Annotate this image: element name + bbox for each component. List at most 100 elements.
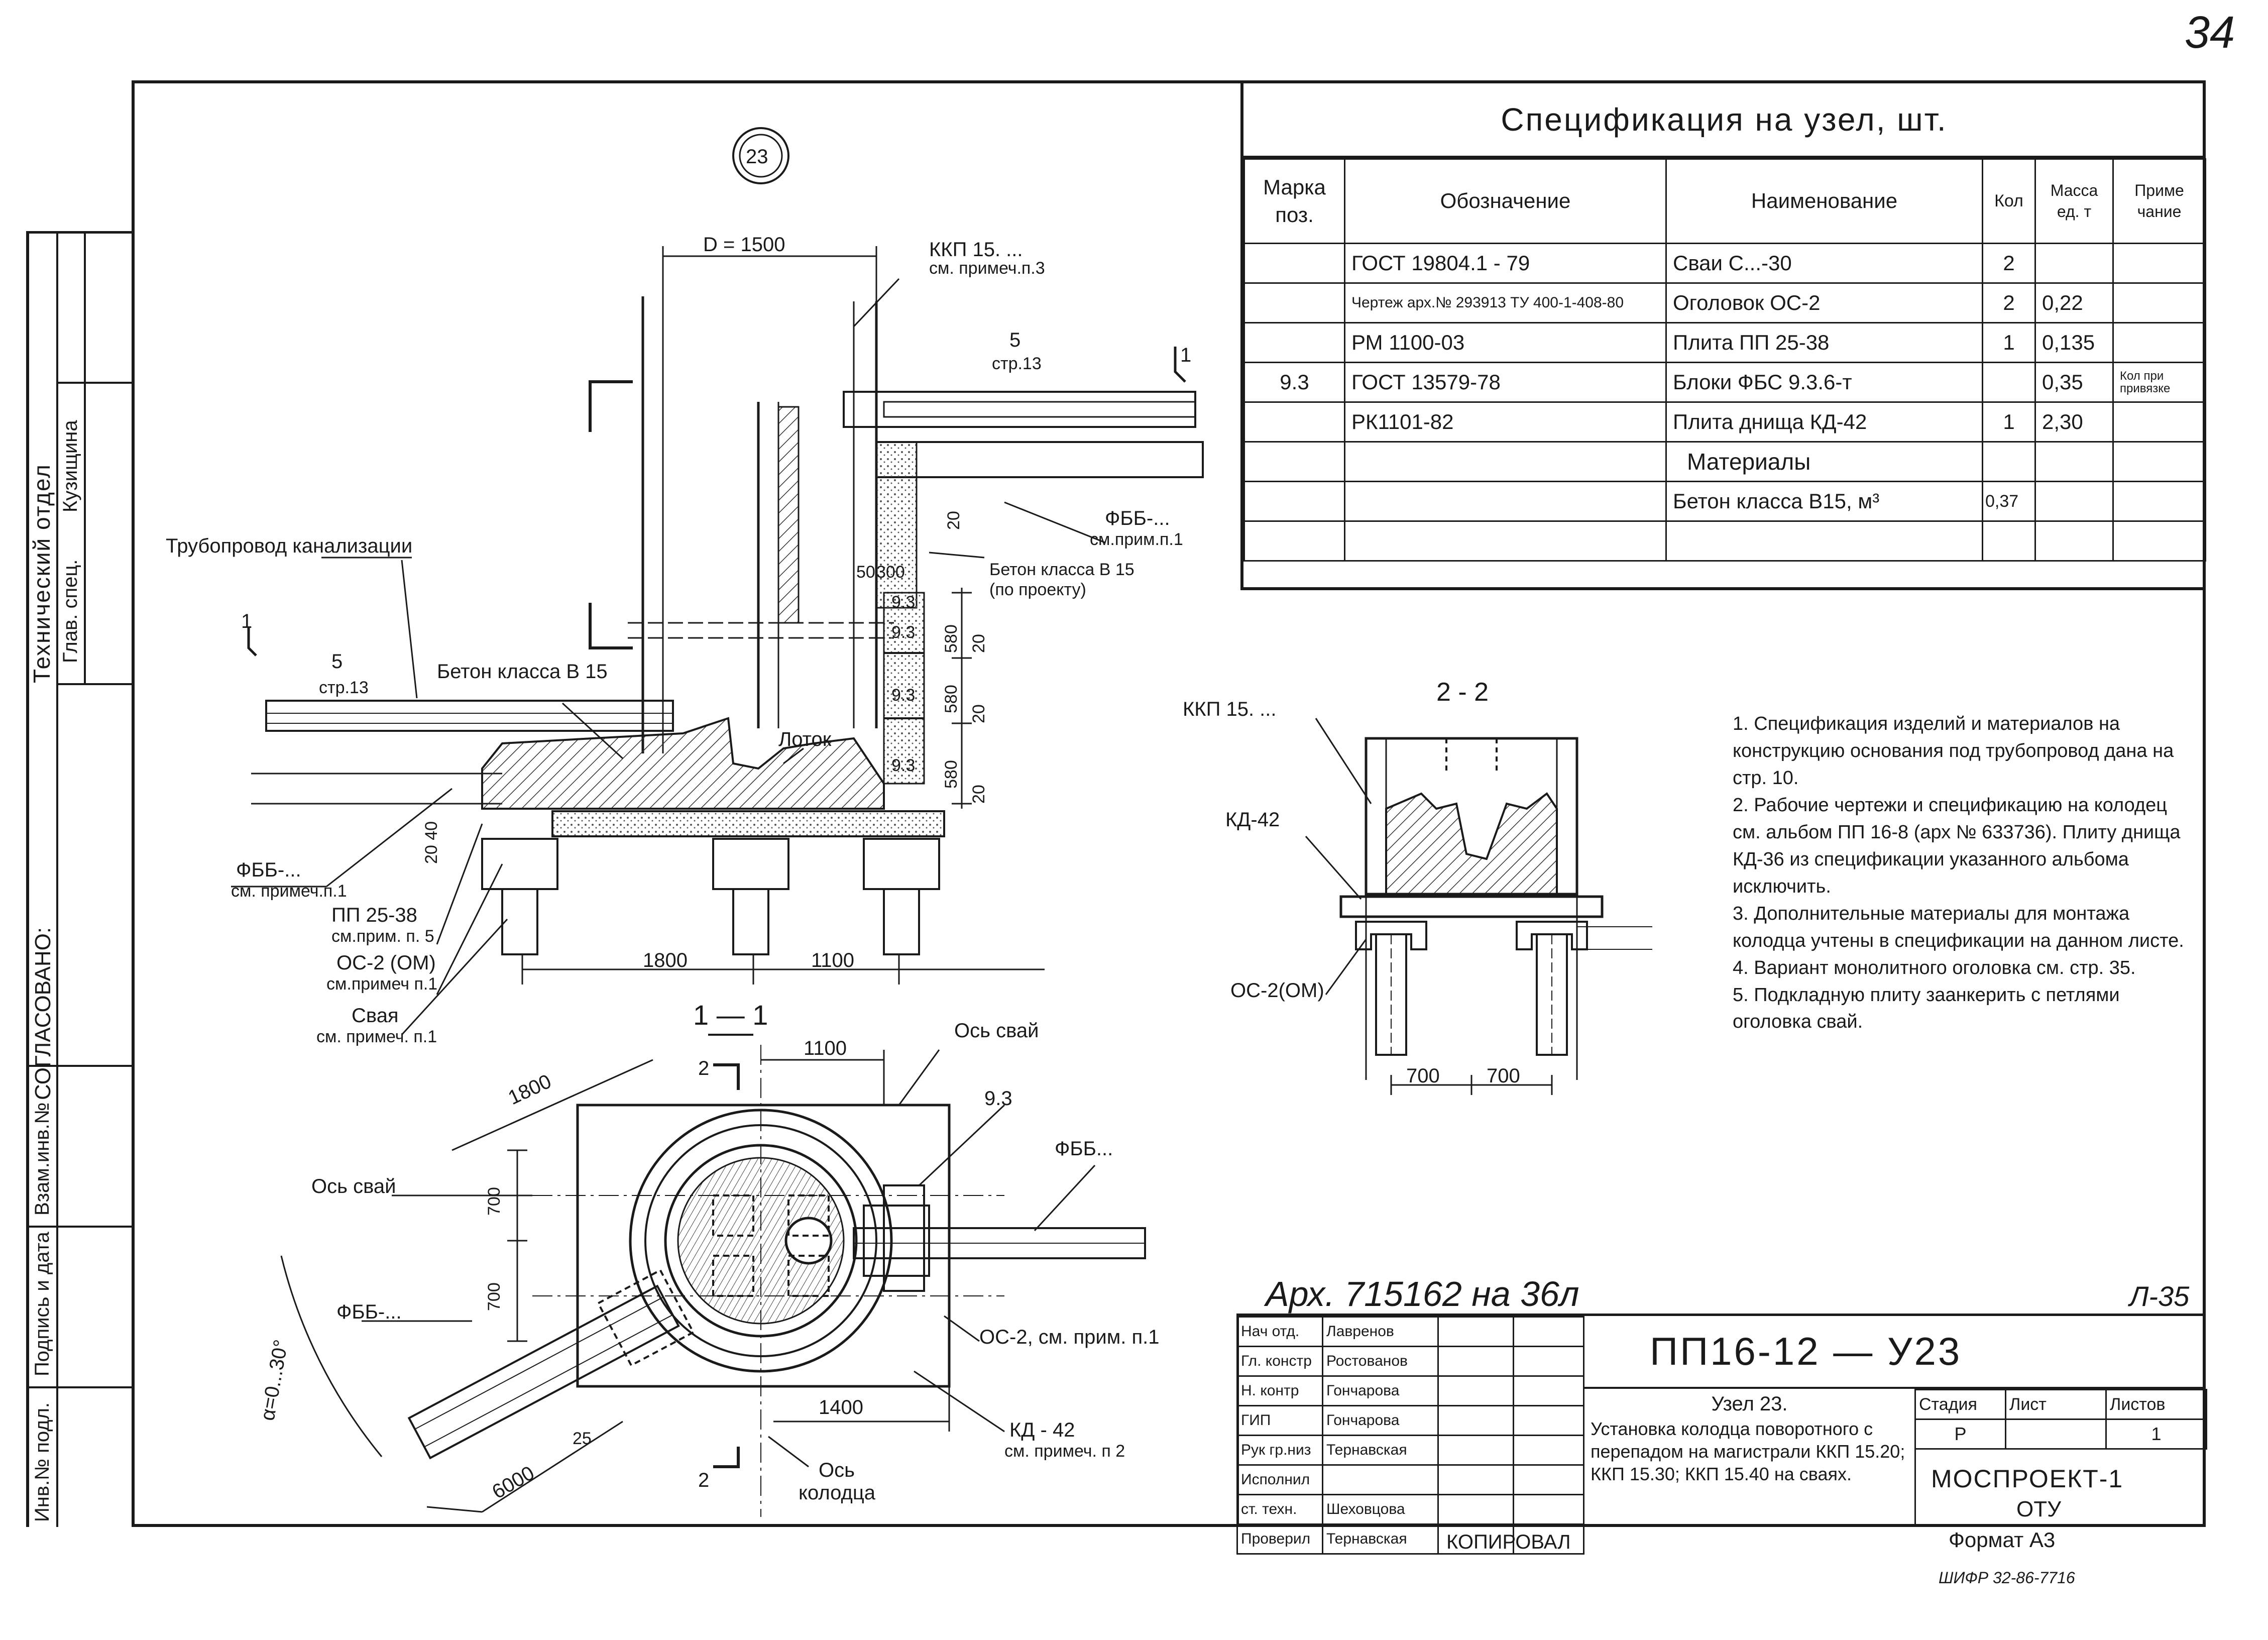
spec-cell — [1243, 243, 1345, 284]
plan-os: ОС-2, см. прим. п.1 — [979, 1326, 1160, 1348]
plan-dim-700-a: 700 — [485, 1187, 504, 1216]
sheet-value — [2005, 1418, 2107, 1450]
person-cell: Шеховцова — [1322, 1494, 1439, 1525]
copied-by-label: КОПИРОВАЛ — [1446, 1531, 1571, 1553]
label-concrete-proj: Бетон класса В 15 — [989, 560, 1135, 579]
cipher-label: ШИФР 32-86-7716 — [1939, 1569, 2075, 1587]
date-cell — [1513, 1375, 1584, 1406]
dim-20-b: 20 — [969, 704, 988, 723]
label-kkp-top-note: см. примеч.п.3 — [929, 259, 1045, 278]
spec-row: 9.3 ГОСТ 13579-78 Блоки ФБС 9.3.6-т 0,35… — [1243, 362, 2206, 403]
sign-cell — [1437, 1464, 1514, 1495]
plan-dim-25: 25 — [573, 1429, 592, 1448]
person-cell: Лавренов — [1322, 1316, 1439, 1347]
person-cell: Ростованов — [1322, 1346, 1439, 1377]
role-cell: Н. контр — [1236, 1375, 1323, 1406]
spec-cell — [2112, 520, 2206, 562]
dim-20-40: 20 40 — [422, 821, 441, 864]
spec-grid: Марка поз. Обозначение Наименование Кол … — [1243, 158, 2206, 562]
section-2-2-labels: 2 - 2 ККП 15. ... КД-42 ОС-2(ОМ) 700 700 — [1183, 678, 1520, 1087]
sign-cell — [1437, 1316, 1514, 1347]
spec-cell — [2112, 243, 2206, 284]
drawing-labels: 23 D = 1500 ККП 15. ... см. примеч.п.3 5… — [166, 146, 1191, 1046]
spec-cell — [1243, 401, 1345, 443]
plan-angle: α=0...30° — [257, 1338, 293, 1423]
date-cell — [1513, 1523, 1584, 1555]
spec-row: РМ 1100-03 Плита ПП 25-38 1 0,135 — [1243, 322, 2206, 363]
spec-cell: 9.3 — [1243, 362, 1345, 403]
dim-20-d: 20 — [944, 511, 963, 530]
spec-cell: Плита ПП 25-38 — [1665, 322, 1983, 363]
spec-header-qty: Кол — [1982, 158, 2036, 244]
dim-20-a: 20 — [969, 634, 988, 653]
format-label: Формат А3 — [1949, 1528, 2056, 1552]
block-93-b: 9.3 — [891, 686, 915, 705]
role-cell: Нач отд. — [1236, 1316, 1323, 1347]
label-os-note: см.примеч п.1 — [326, 974, 437, 994]
date-cell — [1513, 1405, 1584, 1436]
spec-cell: 2 — [1982, 282, 2036, 323]
plan-axis-well-1: Ось — [819, 1459, 855, 1481]
ref5-left-page: стр.13 — [319, 678, 369, 697]
spec-cell — [2034, 441, 2114, 482]
plan-kd-note: см. примеч. п 2 — [1004, 1442, 1125, 1461]
dim-580-b: 580 — [942, 685, 961, 713]
note-item: 1. Спецификация изделий и материалов на … — [1733, 713, 2174, 789]
section-22-title: 2 - 2 — [1436, 678, 1489, 707]
spec-title: Спецификация на узел, шт. — [1243, 83, 2205, 158]
plan-view-geometry — [280, 1045, 1146, 1517]
node-description-box: Узел 23. Установка колодца поворотного с… — [1583, 1389, 1914, 1527]
node-title: Узел 23. — [1711, 1393, 1788, 1415]
sign-cell — [1437, 1346, 1514, 1377]
dim-580-c: 580 — [942, 760, 961, 789]
spec-cell — [1665, 520, 1983, 562]
org-dept: ОТУ — [2016, 1497, 2062, 1521]
spec-cell: ГОСТ 19804.1 - 79 — [1344, 243, 1667, 284]
org-name: МОСПРОЕКТ-1 — [1931, 1465, 2124, 1493]
spec-cell: РМ 1100-03 — [1344, 322, 1667, 363]
plan-dim-1100: 1100 — [804, 1037, 847, 1059]
dim-diameter: D = 1500 — [703, 234, 785, 256]
label-fbb-left: ФББ-... — [236, 859, 301, 881]
label-pipeline: Трубопровод канализации — [166, 535, 412, 557]
main-section-geometry — [231, 127, 1204, 1036]
spec-header-mark: Марка поз. — [1243, 158, 1345, 244]
sign-cell — [1437, 1435, 1514, 1466]
cut1-top-label: 1 — [1180, 344, 1191, 366]
sign-cell — [1437, 1494, 1514, 1525]
note-item: 4. Вариант монолитного оголовка см. стр.… — [1733, 957, 2136, 978]
signature-row: Исполнил — [1236, 1464, 1584, 1495]
spec-cell: Сваи С...-30 — [1665, 243, 1983, 284]
dim-300: 300 — [876, 563, 905, 582]
spec-cell — [1243, 520, 1345, 562]
spec-cell — [1982, 441, 2036, 482]
plan-title: 1 — 1 — [693, 999, 768, 1031]
spec-row: ГОСТ 19804.1 - 79 Сваи С...-30 2 — [1243, 243, 2206, 284]
label-kkp-top: ККП 15. ... — [929, 239, 1023, 261]
spec-cell — [1982, 362, 2036, 403]
spec-cell: Кол при привязке — [2112, 362, 2206, 403]
spec-cell: 1 — [1982, 322, 2036, 363]
drawing-frame — [132, 80, 2206, 1527]
section-22-dim-700-a: 700 — [1406, 1065, 1440, 1087]
sign-cell — [1437, 1375, 1514, 1406]
spec-cell: 0,37 — [1982, 481, 2036, 522]
plan-dim-6000: 6000 — [489, 1462, 538, 1503]
role-cell: Рук гр.низ — [1236, 1435, 1323, 1466]
spec-cell — [2112, 441, 2206, 482]
plan-dim-1800: 1800 — [505, 1070, 554, 1109]
dim-50: 50 — [856, 563, 875, 582]
spec-cell: РК1101-82 — [1344, 401, 1667, 443]
role-cell: ГИП — [1236, 1405, 1323, 1436]
spec-header-designation: Обозначение — [1344, 158, 1667, 244]
spec-row — [1243, 520, 2206, 562]
detail-marker-text: 23 — [746, 146, 768, 168]
label-fbb-top-note: см.прим.п.1 — [1090, 530, 1183, 549]
plan-cut2-top: 2 — [698, 1057, 709, 1079]
